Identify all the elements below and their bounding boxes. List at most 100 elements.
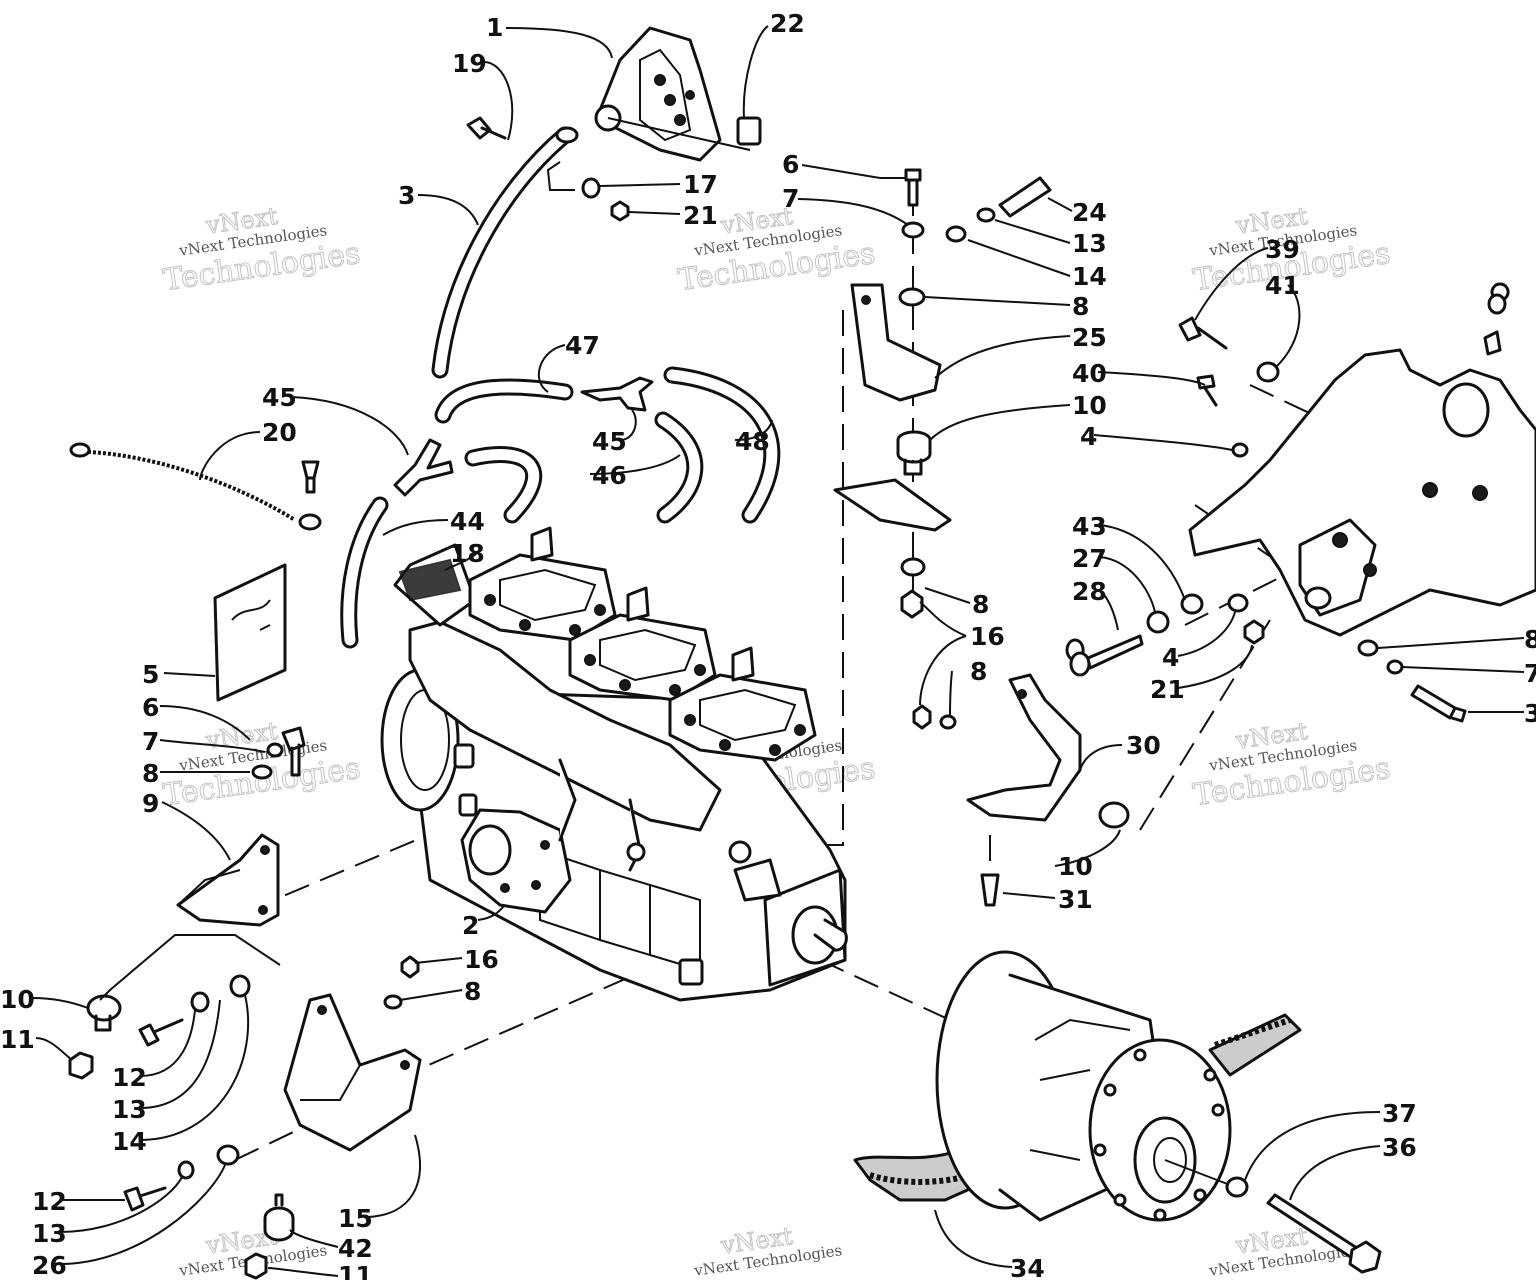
callout-10: 10 [1058, 852, 1093, 881]
tee-fitting-45b [393, 438, 454, 497]
callout-8: 8 [464, 977, 481, 1006]
callout-20: 20 [262, 418, 297, 447]
nut-11b [244, 1252, 268, 1280]
bolt-24 [998, 176, 1052, 218]
callout-13: 13 [32, 1219, 67, 1248]
callout-19: 19 [452, 49, 487, 78]
bolt-3b [1410, 684, 1467, 723]
callout-45: 45 [592, 427, 627, 456]
washer-8f [1357, 639, 1379, 657]
assembly-line-clutch [819, 959, 951, 1021]
assembly-line-rear-mount [825, 310, 844, 846]
hose-group [340, 366, 781, 649]
callout-37: 37 [1382, 1099, 1417, 1128]
plate-mount [833, 478, 952, 532]
callout-5: 5 [142, 660, 159, 689]
callout-45: 45 [262, 383, 297, 412]
callout-10: 10 [1072, 391, 1107, 420]
grease-fitting [1483, 330, 1502, 356]
callout-16: 16 [464, 945, 499, 974]
washer-4 [1231, 442, 1249, 458]
lockwasher-7b [266, 742, 284, 758]
callout-36: 36 [1382, 1133, 1417, 1162]
bolt-36-head [1348, 1240, 1382, 1274]
part-right-mount [912, 673, 1130, 907]
callout-9: 9 [142, 789, 159, 818]
washer-8b [900, 557, 926, 577]
washer-8c [939, 714, 957, 730]
bracket-9 [176, 833, 280, 927]
cylinder-head-3 [668, 646, 817, 762]
callout-26: 26 [32, 1251, 67, 1280]
cap-fitting [1487, 293, 1507, 315]
callout-8: 8 [142, 759, 159, 788]
nut-16 [900, 589, 924, 619]
bolt-12b [123, 1186, 167, 1212]
callout-11: 11 [338, 1261, 373, 1280]
washer-8e [383, 994, 403, 1010]
decal-5 [213, 563, 287, 702]
callout-3: 3 [398, 181, 415, 210]
callout-8: 8 [970, 657, 987, 686]
washer-4b [1227, 593, 1249, 613]
callout-8: 8 [1524, 625, 1536, 654]
cylinder-head-1 [468, 526, 617, 642]
rubber-mount-10b [1098, 801, 1130, 829]
callout-14: 14 [112, 1127, 147, 1156]
callout-30: 30 [1126, 731, 1161, 760]
washer-37 [1225, 1176, 1249, 1198]
callout-6: 6 [782, 150, 799, 179]
washer-14b [229, 974, 251, 998]
rubber-mount-42 [263, 1193, 295, 1242]
callout-11: 11 [0, 1025, 35, 1054]
bolt-28 [1086, 634, 1144, 670]
part-center-stack [833, 168, 1052, 619]
callout-labels: 1 22 19 3 17 21 6 7 24 13 14 8 25 10 8 1… [0, 9, 1536, 1280]
assembly-line-bolt-28 [1184, 544, 1346, 626]
callout-21: 21 [683, 201, 718, 230]
callout-42: 42 [338, 1234, 373, 1263]
callout-15: 15 [338, 1204, 373, 1233]
callout-1: 1 [486, 13, 503, 42]
lockwasher-13 [976, 207, 996, 223]
callout-8: 8 [972, 590, 989, 619]
lockwasher-13b [190, 991, 210, 1013]
callout-41: 41 [1265, 271, 1300, 300]
bolt-19 [466, 116, 507, 140]
callout-14: 14 [1072, 262, 1107, 291]
callout-24: 24 [1072, 198, 1107, 227]
rubber-mount-10c [86, 994, 122, 1032]
callout-46: 46 [592, 461, 627, 490]
bolt-6 [904, 168, 922, 207]
nut-21 [610, 200, 630, 222]
bolt-12 [138, 1018, 184, 1047]
tee-fitting-45 [580, 376, 654, 412]
bracket-25 [850, 283, 942, 402]
callout-18: 18 [450, 539, 485, 568]
nut-16c [400, 955, 420, 979]
callout-6: 6 [142, 693, 159, 722]
nut-21b [1243, 619, 1265, 645]
callout-16: 16 [970, 622, 1005, 651]
part-left-mount [68, 726, 306, 1080]
washer-8d [251, 764, 273, 780]
assembly-line-left-mount [249, 829, 441, 911]
callout-12: 12 [112, 1063, 147, 1092]
bolt-31 [980, 873, 1000, 907]
callout-40: 40 [1072, 359, 1107, 388]
leader-lines [31, 25, 1525, 1277]
bolt-40 [1196, 374, 1218, 407]
nut-16b [912, 704, 932, 730]
washer-8 [898, 287, 926, 307]
callout-31: 31 [1058, 885, 1093, 914]
callout-12: 12 [32, 1187, 67, 1216]
bolt-6b [281, 726, 306, 777]
callout-17: 17 [683, 170, 718, 199]
callout-3: 3 [1524, 699, 1536, 728]
bracket-30 [966, 673, 1082, 822]
callout-39: 39 [1265, 235, 1300, 264]
callout-22: 22 [770, 9, 805, 38]
ground-cable-20 [69, 442, 322, 531]
callout-13: 13 [112, 1095, 147, 1124]
